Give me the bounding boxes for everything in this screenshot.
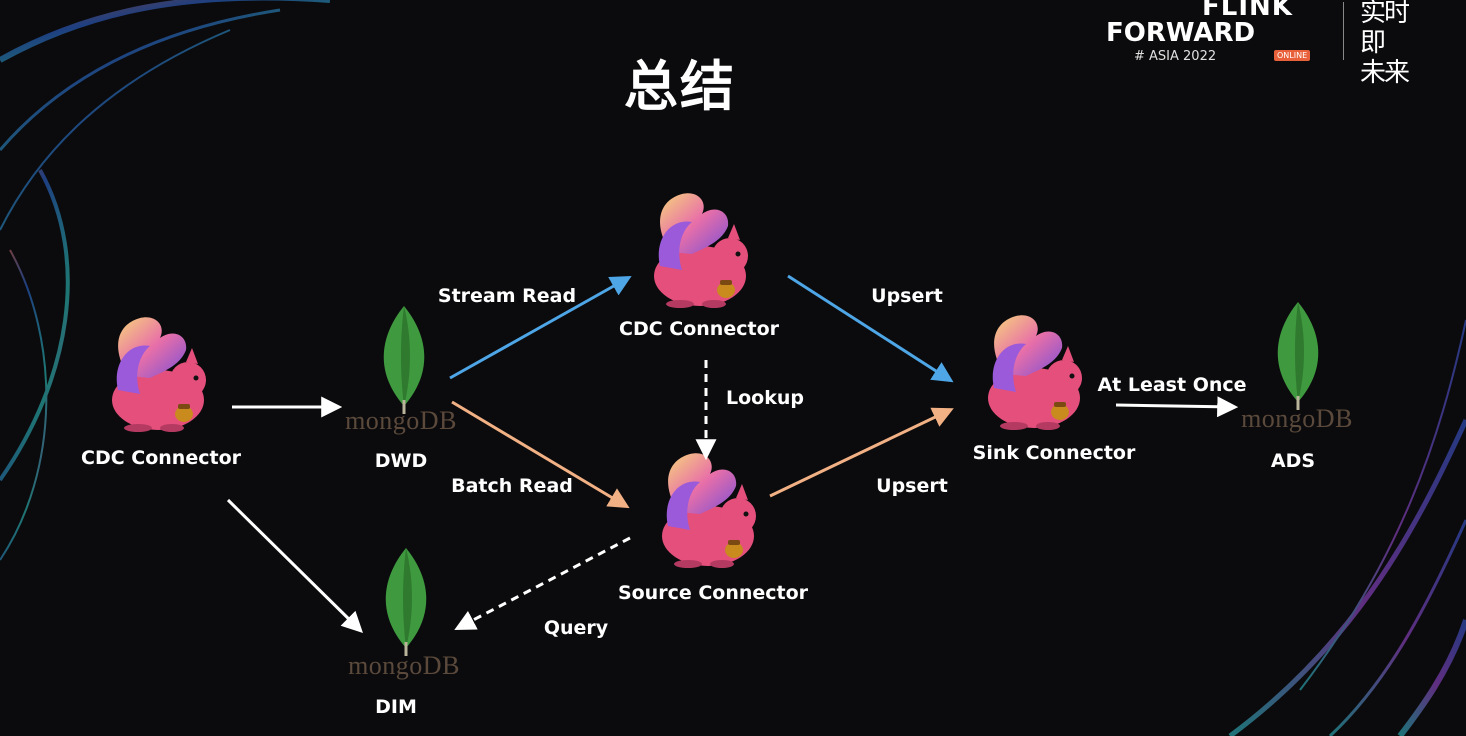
brand-line-3: # ASIA 2022 bbox=[1134, 49, 1217, 64]
ads-mongodb-wordmark: mongoDB bbox=[1241, 404, 1353, 433]
upsert-top-label: Upsert bbox=[871, 285, 943, 307]
brand-slogan-line-1: 实时即 bbox=[1360, 0, 1410, 58]
dwd-mongodb-leaf-icon bbox=[382, 304, 426, 416]
brand-line-1: FLINK bbox=[1202, 0, 1293, 22]
batch-read-arrow bbox=[451, 400, 630, 509]
at-least-once-arrow bbox=[1115, 396, 1239, 418]
dim-mongodb-wordmark: mongoDB bbox=[348, 651, 460, 680]
cdc-source-label: CDC Connector bbox=[81, 447, 241, 469]
stream-read-arrow bbox=[449, 275, 632, 380]
query-arrow bbox=[454, 536, 631, 630]
lookup-label: Lookup bbox=[726, 387, 804, 409]
slide-title: 总结 bbox=[624, 55, 736, 118]
upsert-top-arrow bbox=[787, 274, 954, 383]
upsert-bottom-arrow bbox=[769, 407, 954, 498]
brand-slogan: 实时即 未来 bbox=[1360, 0, 1430, 88]
brand-line-2: FORWARD bbox=[1106, 18, 1256, 48]
brand-divider bbox=[1343, 2, 1344, 60]
source-connector-squirrel-icon bbox=[662, 453, 756, 568]
dwd-label: DWD bbox=[374, 450, 428, 472]
source-connector-label: Source Connector bbox=[617, 582, 809, 604]
ads-label: ADS bbox=[1270, 450, 1316, 472]
batch-read-label: Batch Read bbox=[451, 475, 573, 497]
online-badge: ONLINE bbox=[1274, 50, 1311, 61]
ads-mongodb-leaf-icon bbox=[1276, 300, 1320, 412]
cdc-to-dim-arrow bbox=[226, 498, 363, 633]
cdc-center-squirrel-icon bbox=[654, 193, 748, 308]
sink-connector-squirrel-icon bbox=[988, 315, 1082, 430]
dwd-mongodb-wordmark: mongoDB bbox=[345, 406, 457, 435]
sink-connector-label: Sink Connector bbox=[972, 442, 1136, 464]
stream-read-label: Stream Read bbox=[437, 285, 577, 307]
cdc-source-squirrel-icon bbox=[112, 317, 206, 432]
upsert-bottom-label: Upsert bbox=[876, 475, 948, 497]
dim-mongodb-leaf-icon bbox=[384, 546, 428, 658]
at-least-once-label: At Least Once bbox=[1097, 374, 1247, 396]
cdc-center-label: CDC Connector bbox=[619, 318, 779, 340]
query-label: Query bbox=[543, 617, 609, 639]
flink-forward-logo: FLINK FORWARD # ASIA 2022 ONLINE 实时即 未来 bbox=[1106, 0, 1466, 88]
brand-slogan-line-2: 未来 bbox=[1360, 58, 1410, 88]
dim-label: DIM bbox=[375, 696, 417, 718]
